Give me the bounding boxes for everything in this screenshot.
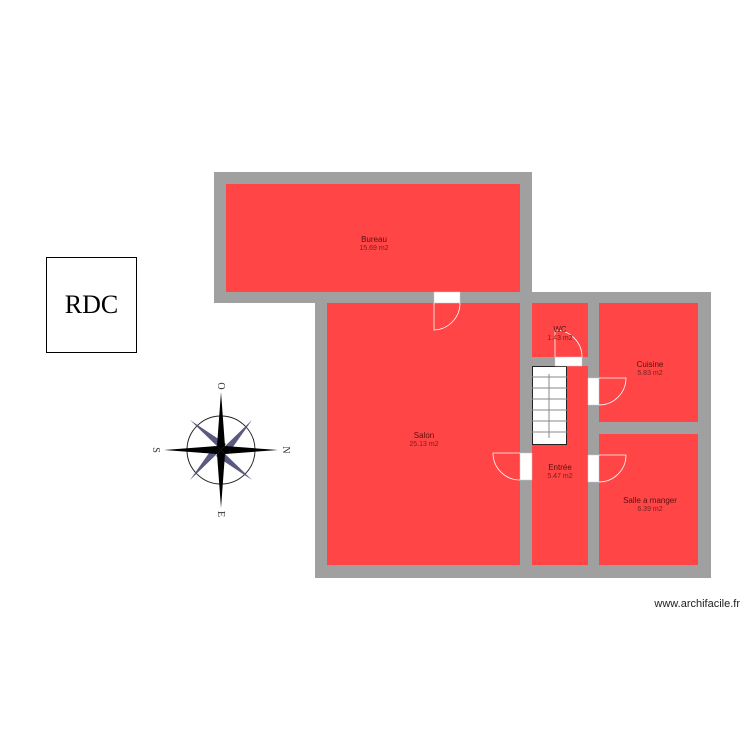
compass-rose-icon: O N E S — [150, 382, 291, 517]
door-salle — [587, 454, 600, 483]
staircase — [532, 366, 567, 445]
room-bureau[interactable] — [226, 184, 520, 292]
room-wc[interactable] — [532, 303, 588, 357]
compass-label-left: S — [150, 447, 161, 453]
room-cuisine[interactable] — [599, 303, 698, 422]
compass-label-bottom: E — [215, 511, 226, 517]
level-label: RDC — [46, 257, 137, 353]
door-salon-entree — [519, 452, 533, 481]
watermark: www.archifacile.fr — [654, 598, 740, 610]
compass-label-top: O — [215, 382, 226, 389]
compass-label-right: N — [280, 446, 291, 453]
door-bureau-salon — [433, 291, 461, 304]
door-wc — [554, 356, 583, 367]
room-salle-a-manger[interactable] — [599, 434, 698, 565]
room-salon[interactable] — [327, 303, 520, 565]
door-cuisine — [587, 377, 600, 406]
